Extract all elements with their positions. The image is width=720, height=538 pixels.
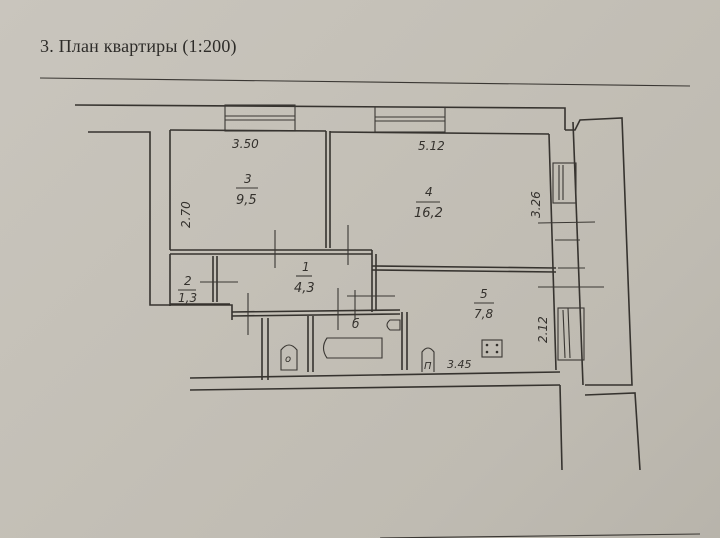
- room-5-label: 5 7,8: [474, 287, 494, 321]
- svg-text:5: 5: [480, 287, 488, 301]
- dim-room3-height: 2.70: [179, 201, 193, 228]
- svg-text:1: 1: [302, 260, 310, 274]
- dim-room3-width: 3.50: [232, 137, 259, 151]
- svg-text:16,2: 16,2: [414, 206, 443, 221]
- dim-room5-width: 3.45: [447, 358, 472, 371]
- title-underline: [39, 77, 691, 87]
- svg-text:П: П: [424, 361, 432, 372]
- svg-text:7,8: 7,8: [474, 307, 493, 321]
- dim-room4-height: 3.26: [529, 191, 543, 218]
- svg-text:4: 4: [425, 185, 433, 199]
- svg-text:3: 3: [244, 172, 252, 186]
- svg-text:4,3: 4,3: [294, 281, 315, 296]
- svg-text:9,5: 9,5: [236, 193, 257, 208]
- room-3-label: 3 9,5: [236, 172, 258, 208]
- room-4-label: 4 16,2: [414, 185, 443, 221]
- svg-text:о: о: [285, 354, 291, 365]
- toilet-icon: [280, 344, 298, 371]
- bath-mark: б: [352, 317, 360, 331]
- page-title: 3. План квартиры (1:200): [40, 36, 237, 56]
- dim-room4-width: 5.12: [418, 139, 445, 153]
- bathtub-icon: [322, 337, 383, 359]
- svg-text:2: 2: [184, 274, 192, 288]
- room-1-label: 1 4,3: [294, 260, 315, 296]
- kitchen-sink-icon: [421, 347, 435, 372]
- dim-room5-height: 2.12: [536, 316, 550, 343]
- svg-text:1,3: 1,3: [178, 291, 197, 305]
- stove-icon: [481, 339, 503, 358]
- room-2-label: 2 1,3: [178, 274, 197, 305]
- sink-icon: [386, 319, 401, 331]
